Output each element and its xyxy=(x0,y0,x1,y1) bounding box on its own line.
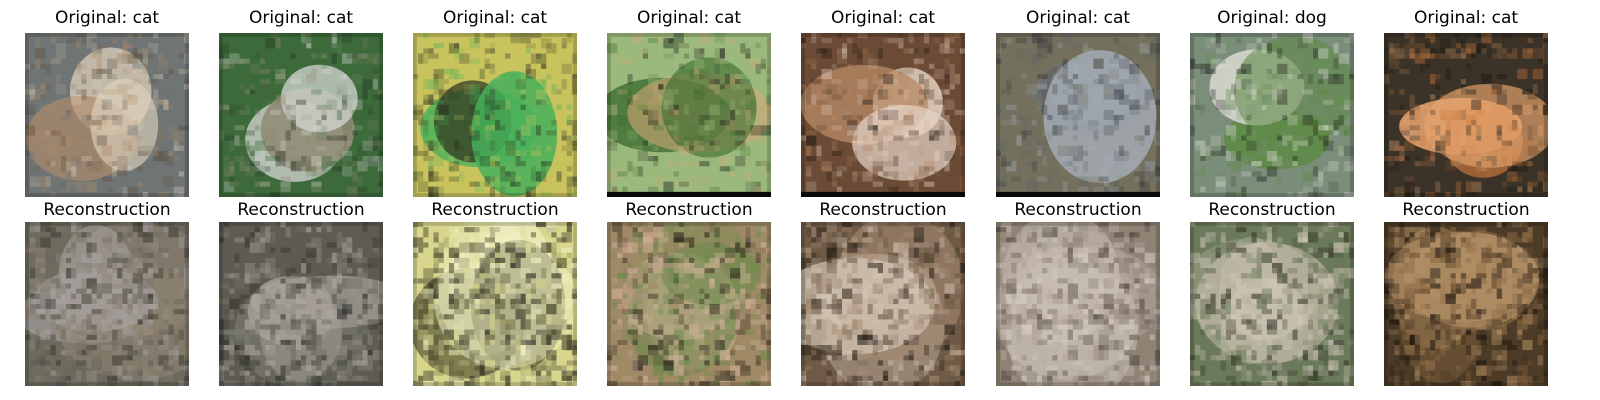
reconstruction-image xyxy=(25,222,189,386)
reconstruction-pixel-art xyxy=(219,222,383,386)
original-image xyxy=(801,33,965,197)
reconstruction-pixel-art xyxy=(413,222,577,386)
reconstruction-title: Reconstruction xyxy=(1402,200,1530,220)
original-pixel-art xyxy=(996,33,1160,197)
reconstruction-title: Reconstruction xyxy=(625,200,753,220)
reconstruction-image xyxy=(1384,222,1548,386)
reconstruction-pixel-art xyxy=(25,222,189,386)
original-pixel-art xyxy=(801,33,965,197)
reconstruction-image xyxy=(413,222,577,386)
original-pixel-art xyxy=(25,33,189,197)
original-pixel-art xyxy=(1384,33,1548,197)
original-image xyxy=(996,33,1160,197)
original-pixel-art xyxy=(1190,33,1354,197)
original-title: Original: cat xyxy=(442,8,548,28)
reconstruction-image xyxy=(996,222,1160,386)
original-image xyxy=(413,33,577,197)
reconstruction-image xyxy=(607,222,771,386)
original-title: Original: cat xyxy=(830,8,936,28)
reconstruction-pixel-art xyxy=(607,222,771,386)
reconstruction-title: Reconstruction xyxy=(237,200,365,220)
reconstruction-pixel-art xyxy=(996,222,1160,386)
original-pixel-art xyxy=(219,33,383,197)
reconstruction-title: Reconstruction xyxy=(43,200,171,220)
original-pixel-art xyxy=(413,33,577,197)
reconstruction-title: Reconstruction xyxy=(1014,200,1142,220)
original-title: Original: cat xyxy=(1025,8,1131,28)
reconstruction-image xyxy=(801,222,965,386)
reconstruction-title: Reconstruction xyxy=(819,200,947,220)
reconstruction-title: Reconstruction xyxy=(431,200,559,220)
reconstruction-title: Reconstruction xyxy=(1208,200,1336,220)
reconstruction-image xyxy=(1190,222,1354,386)
reconstruction-image xyxy=(219,222,383,386)
original-title: Original: dog xyxy=(1217,8,1327,28)
original-image xyxy=(219,33,383,197)
reconstruction-pixel-art xyxy=(801,222,965,386)
original-title: Original: cat xyxy=(54,8,160,28)
original-pixel-art xyxy=(607,33,771,197)
original-image xyxy=(25,33,189,197)
original-title: Original: cat xyxy=(1413,8,1519,28)
original-image xyxy=(1190,33,1354,197)
original-image xyxy=(607,33,771,197)
original-title: Original: cat xyxy=(636,8,742,28)
reconstruction-pixel-art xyxy=(1384,222,1548,386)
reconstruction-pixel-art xyxy=(1190,222,1354,386)
original-image xyxy=(1384,33,1548,197)
original-title: Original: cat xyxy=(248,8,354,28)
